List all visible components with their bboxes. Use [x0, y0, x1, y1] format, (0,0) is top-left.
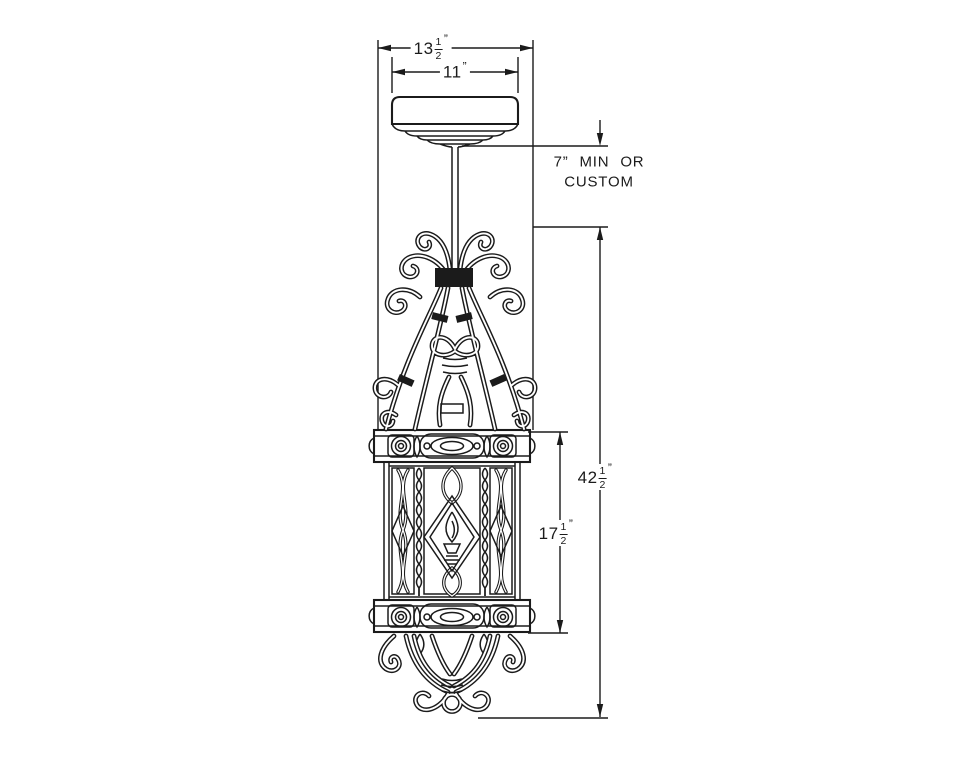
dim-value: 42 [577, 467, 598, 487]
dim-mount-width [377, 40, 534, 430]
pendant-drops [415, 633, 489, 656]
dimension-lines [377, 40, 608, 719]
dim-value: 13 [413, 38, 434, 58]
braided-column [415, 467, 489, 596]
finial-wrap [440, 678, 464, 694]
panel-diamonds [391, 494, 513, 580]
knot-wrap [441, 357, 469, 375]
lantern-top-band [368, 428, 536, 464]
inch-mark: ” [443, 32, 449, 46]
dim-value: 11 [442, 62, 462, 82]
iron-ties [397, 268, 507, 387]
dim-value: 17 [538, 523, 559, 543]
inch-mark: ” [462, 59, 468, 74]
ceiling-canopy [390, 95, 520, 148]
flame-torch-motif [442, 511, 462, 565]
scroll-ornament [375, 233, 535, 711]
stem-note-line1: 7” MIN OR [553, 153, 645, 171]
hanging-stem [451, 147, 459, 270]
inch-mark: ” [568, 517, 574, 531]
lantern-body [383, 462, 521, 600]
dim-label-stem-length: 7” MIN OR CUSTOM [554, 153, 645, 192]
crown-center-plaque [440, 403, 464, 414]
dim-stem-length [462, 120, 608, 228]
dim-canopy-width [391, 57, 519, 93]
dim-label-canopy-width: 11” [439, 59, 471, 82]
lantern-bottom-band [368, 598, 536, 656]
stem-note-line2: CUSTOM [564, 173, 634, 190]
inch-mark: ” [607, 461, 613, 475]
